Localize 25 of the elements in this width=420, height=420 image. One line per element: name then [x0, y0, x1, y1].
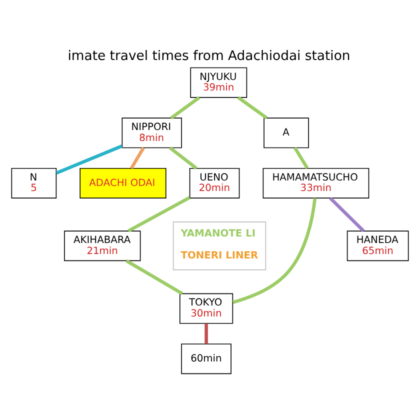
connector [204, 323, 208, 344]
node-box: HANEDA 65min [346, 230, 409, 262]
node-box: A [264, 118, 309, 148]
node-box: NJYUKU 39min [190, 67, 248, 98]
connector [126, 259, 184, 296]
diagram-title: imate travel times from Adachiodai station [68, 49, 350, 64]
node-box: ADACHI ODAI [80, 168, 166, 198]
node-box: 60min [181, 344, 232, 374]
node-box: TOKYO 30min [179, 293, 234, 324]
connector [130, 146, 145, 169]
connector [232, 198, 317, 304]
connector [293, 146, 309, 170]
node-box: N 5 [11, 168, 57, 198]
connector [128, 196, 190, 232]
connector [237, 96, 268, 120]
node-box: AKIHABARA 21min [64, 230, 141, 262]
connector [329, 197, 365, 232]
legend-label: YAMANOTE LI [180, 228, 256, 240]
legend-label: TONERI LINER [180, 250, 258, 262]
connector [170, 96, 200, 120]
connector [168, 146, 198, 170]
node-box: UENO 20min [189, 168, 240, 198]
node-box: HAMAMATSUCHO 33min [262, 168, 370, 198]
connector [56, 144, 122, 175]
node-box: NIPPORI 8min [122, 118, 182, 148]
